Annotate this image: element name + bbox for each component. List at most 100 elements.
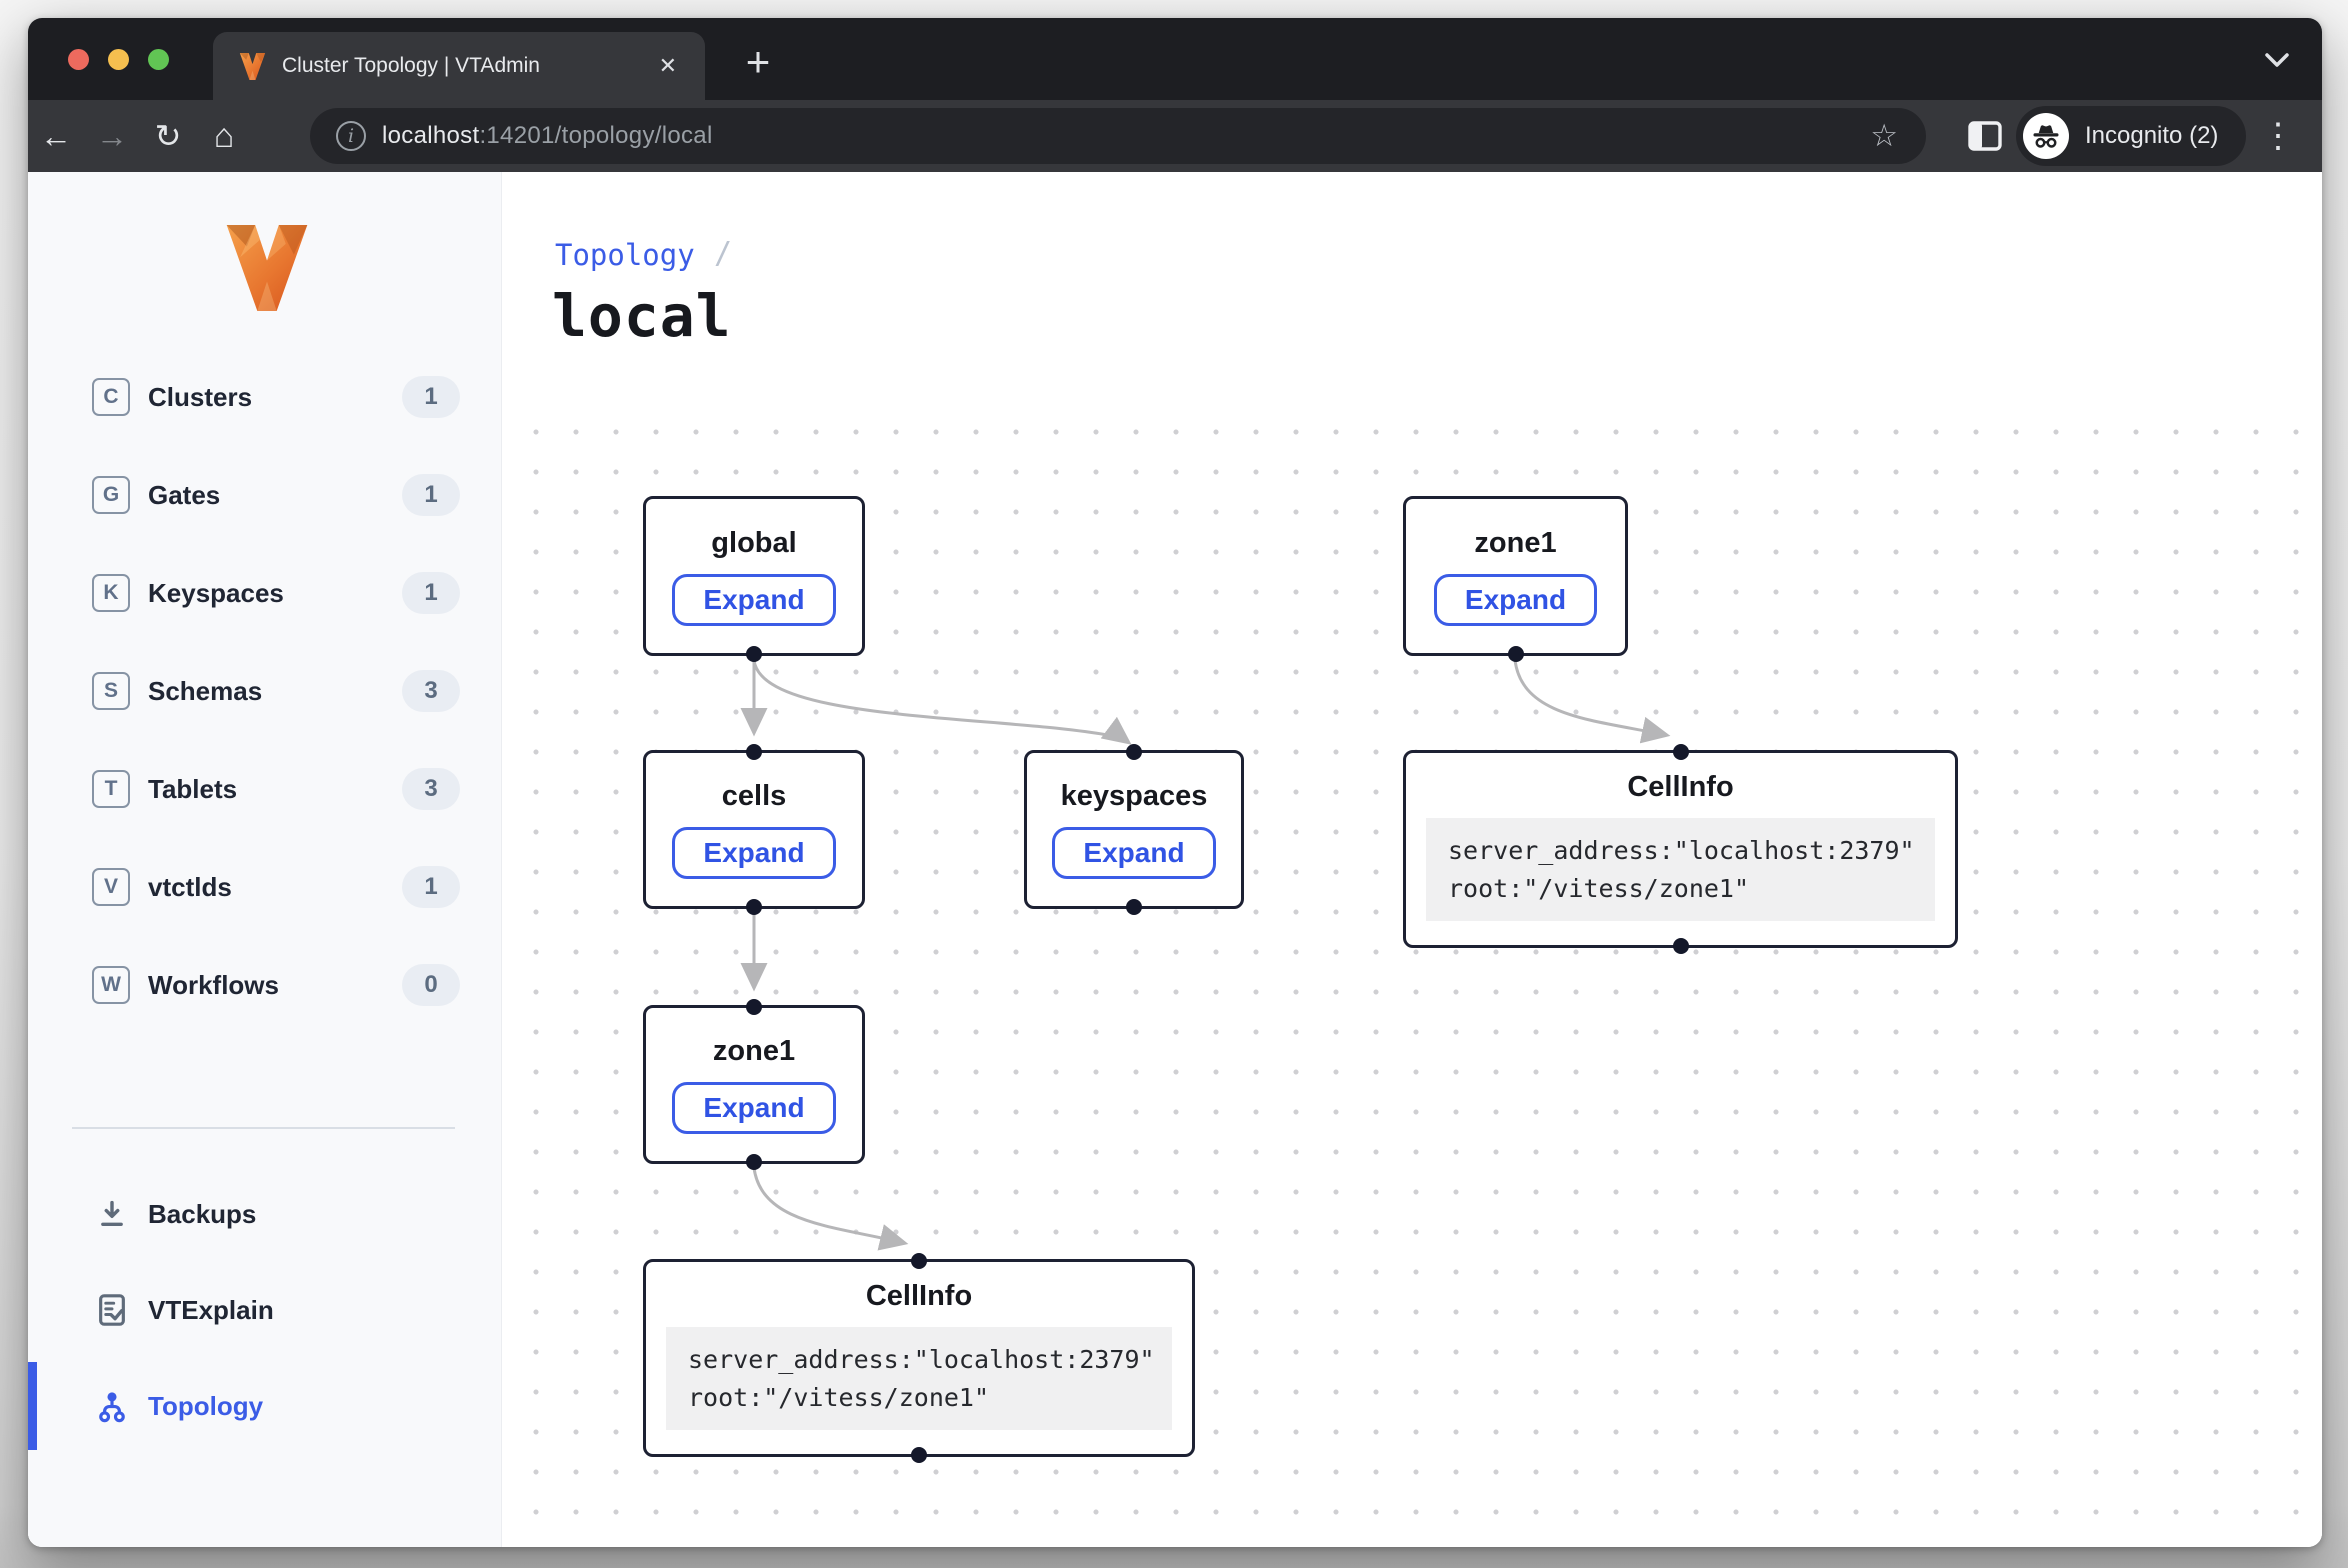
home-icon[interactable]: ⌂ [196,117,252,156]
port-top [1126,744,1142,760]
sidebar-item-label: vtctlds [148,872,232,903]
cellinfo-code-block: server_address:"localhost:2379" root:"/v… [666,1327,1172,1430]
tablets-letter-icon: T [92,770,130,808]
graph-node-global: global Expand [643,496,865,656]
port-top [1673,744,1689,760]
page-title: local [552,282,732,350]
vitess-logo [224,220,310,316]
download-icon [92,1199,132,1229]
count-badge: 1 [402,474,460,516]
expand-button-zone1-top[interactable]: Expand [1434,574,1597,626]
topology-page: Topology / local [502,172,2322,1547]
incognito-badge[interactable]: Incognito (2) [2016,106,2246,166]
graph-node-cellinfo-right: CellInfo server_address:"localhost:2379"… [1403,750,1958,948]
sidebar-item-label: Workflows [148,970,279,1001]
workflows-letter-icon: W [92,966,130,1004]
node-title: cells [722,780,787,813]
code-line: root:"/vitess/zone1" [1448,870,1913,908]
code-line: server_address:"localhost:2379" [1448,832,1913,870]
sidebar-item-vtctlds[interactable]: V vtctlds 1 [28,838,501,936]
tab-close-icon[interactable]: ✕ [653,51,683,81]
node-title: zone1 [713,1035,795,1068]
document-check-icon [92,1293,132,1327]
gates-letter-icon: G [92,476,130,514]
count-badge: 3 [402,670,460,712]
url-text[interactable]: localhost:14201/topology/local [382,122,1854,150]
page-content: C Clusters 1 G Gates 1 K Keyspaces 1 S S… [28,172,2322,1547]
port-top [746,999,762,1015]
sidebar-tools: Backups VTExplain [28,1166,501,1454]
port-bottom [746,646,762,662]
code-line: server_address:"localhost:2379" [688,1341,1150,1379]
browser-toolbar: ← → ↻ ⌂ i localhost:14201/topology/local… [28,100,2322,172]
port-top [746,744,762,760]
sidebar-item-gates[interactable]: G Gates 1 [28,446,501,544]
sidebar-item-backups[interactable]: Backups [28,1166,501,1262]
tab-title: Cluster Topology | VTAdmin [282,54,637,78]
zoom-window-button[interactable] [148,49,169,70]
expand-button-zone1-mid[interactable]: Expand [672,1082,835,1134]
sidebar-item-label: Clusters [148,382,252,413]
expand-button-cells[interactable]: Expand [672,827,835,879]
sidebar-item-label: Tablets [148,774,237,805]
active-indicator [28,1362,37,1450]
sidebar-item-tablets[interactable]: T Tablets 3 [28,740,501,838]
graph-node-zone1-mid: zone1 Expand [643,1005,865,1164]
schemas-letter-icon: S [92,672,130,710]
sidebar-item-topology[interactable]: Topology [28,1358,501,1454]
port-bottom [1673,938,1689,954]
port-bottom [746,899,762,915]
port-bottom [1508,646,1524,662]
count-badge: 1 [402,376,460,418]
sidebar-item-label: Keyspaces [148,578,284,609]
sidebar-item-label: VTExplain [148,1295,274,1326]
close-window-button[interactable] [68,49,89,70]
breadcrumb-topology-link[interactable]: Topology [555,238,695,272]
topology-icon [92,1389,132,1423]
incognito-avatar [2023,113,2069,159]
browser-menu-icon[interactable]: ⋮ [2258,116,2298,156]
side-panel-icon[interactable] [1968,121,2002,151]
new-tab-button[interactable]: + [728,32,788,92]
bookmark-star-icon[interactable]: ☆ [1870,118,1898,154]
node-title: CellInfo [1627,771,1733,804]
tab-search-chevron-icon[interactable] [2264,52,2290,68]
expand-button-keyspaces[interactable]: Expand [1052,827,1215,879]
forward-icon[interactable]: → [84,118,140,155]
graph-node-cells: cells Expand [643,750,865,909]
code-line: root:"/vitess/zone1" [688,1379,1150,1417]
sidebar-item-clusters[interactable]: C Clusters 1 [28,348,501,446]
sidebar-item-workflows[interactable]: W Workflows 0 [28,936,501,1034]
incognito-spy-icon [2031,122,2061,150]
sidebar: C Clusters 1 G Gates 1 K Keyspaces 1 S S… [28,172,502,1547]
sidebar-item-schemas[interactable]: S Schemas 3 [28,642,501,740]
back-icon[interactable]: ← [28,118,84,155]
expand-button-global[interactable]: Expand [672,574,835,626]
node-title: zone1 [1474,527,1556,560]
sidebar-item-keyspaces[interactable]: K Keyspaces 1 [28,544,501,642]
sidebar-item-vtexplain[interactable]: VTExplain [28,1262,501,1358]
sidebar-nav: C Clusters 1 G Gates 1 K Keyspaces 1 S S… [28,348,501,1034]
node-title: CellInfo [866,1280,972,1313]
reload-icon[interactable]: ↻ [140,117,196,155]
url-host: localhost [382,122,479,149]
vitess-favicon [239,52,266,81]
count-badge: 1 [402,572,460,614]
count-badge: 3 [402,768,460,810]
clusters-letter-icon: C [92,378,130,416]
graph-node-zone1-top: zone1 Expand [1403,496,1628,656]
browser-window: Cluster Topology | VTAdmin ✕ + ← → ↻ ⌂ i… [28,18,2322,1547]
url-path: :14201/topology/local [479,122,712,149]
count-badge: 1 [402,866,460,908]
minimize-window-button[interactable] [108,49,129,70]
port-bottom [746,1154,762,1170]
site-info-icon[interactable]: i [336,121,366,151]
window-controls[interactable] [68,49,169,70]
browser-tab[interactable]: Cluster Topology | VTAdmin ✕ [213,32,705,100]
sidebar-item-label: Schemas [148,676,262,707]
keyspaces-letter-icon: K [92,574,130,612]
node-title: keyspaces [1061,780,1208,813]
address-bar[interactable]: i localhost:14201/topology/local ☆ [310,108,1926,164]
port-top [911,1253,927,1269]
port-bottom [1126,899,1142,915]
